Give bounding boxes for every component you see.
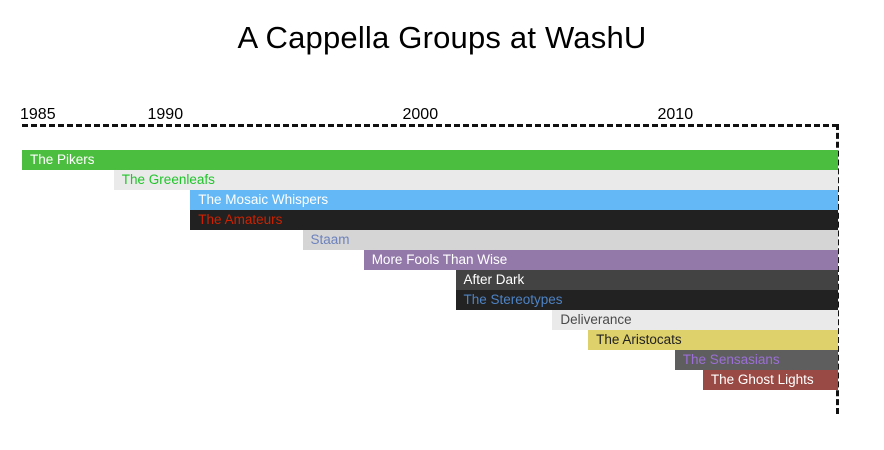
- timeline-bar-label: The Aristocats: [596, 332, 682, 348]
- timeline-row: The Greenleafs: [0, 170, 884, 190]
- timeline-bar[interactable]: More Fools Than Wise: [363, 250, 838, 270]
- timeline-bar[interactable]: After Dark: [455, 270, 838, 290]
- timeline-bar-label: The Pikers: [30, 152, 95, 168]
- timeline-bar[interactable]: The Ghost Lights: [702, 370, 838, 390]
- timeline-row: The Amateurs: [0, 210, 884, 230]
- timeline-row: Deliverance: [0, 310, 884, 330]
- timeline-bar[interactable]: The Aristocats: [588, 330, 838, 350]
- page-title: A Cappella Groups at WashU: [237, 20, 647, 55]
- axis-tick-2010: 2010: [657, 106, 694, 123]
- timeline-bar-label: The Ghost Lights: [710, 372, 814, 388]
- time-axis: 1985 1990 2000 2010: [0, 106, 884, 128]
- axis-tick-1990: 1990: [147, 106, 184, 123]
- axis-dashed-rule: [22, 124, 838, 127]
- timeline-bar-label: After Dark: [463, 272, 525, 288]
- timeline-bar-label: The Stereotypes: [463, 292, 563, 308]
- timeline-bar[interactable]: Staam: [302, 230, 838, 250]
- timeline-row: The Pikers: [0, 150, 884, 170]
- timeline-row: The Sensasians: [0, 350, 884, 370]
- timeline-bar-label: The Greenleafs: [121, 172, 215, 188]
- timeline-bar[interactable]: The Sensasians: [674, 350, 838, 370]
- timeline-row: The Ghost Lights: [0, 370, 884, 390]
- timeline-row: More Fools Than Wise: [0, 250, 884, 270]
- timeline-bar-label: Deliverance: [560, 312, 632, 328]
- timeline-bar[interactable]: The Amateurs: [190, 210, 838, 230]
- timeline-bar-label: More Fools Than Wise: [371, 252, 508, 268]
- timeline-row: Staam: [0, 230, 884, 250]
- timeline-bar-label: Staam: [310, 232, 350, 248]
- timeline-row: The Mosaic Whispers: [0, 190, 884, 210]
- timeline-bar[interactable]: The Greenleafs: [113, 170, 838, 190]
- axis-tick-1985: 1985: [20, 106, 56, 123]
- timeline-bar[interactable]: The Pikers: [22, 150, 838, 170]
- axis-tick-2000: 2000: [402, 106, 439, 123]
- timeline-bar-label: The Amateurs: [198, 212, 283, 228]
- timeline-bar[interactable]: Deliverance: [552, 310, 838, 330]
- timeline-bar[interactable]: The Stereotypes: [455, 290, 838, 310]
- timeline-bar-label: The Mosaic Whispers: [198, 192, 329, 208]
- timeline-row: The Aristocats: [0, 330, 884, 350]
- timeline-row: The Stereotypes: [0, 290, 884, 310]
- timeline-row: After Dark: [0, 270, 884, 290]
- timeline-bar[interactable]: The Mosaic Whispers: [190, 190, 838, 210]
- timeline-bar-label: The Sensasians: [682, 352, 780, 368]
